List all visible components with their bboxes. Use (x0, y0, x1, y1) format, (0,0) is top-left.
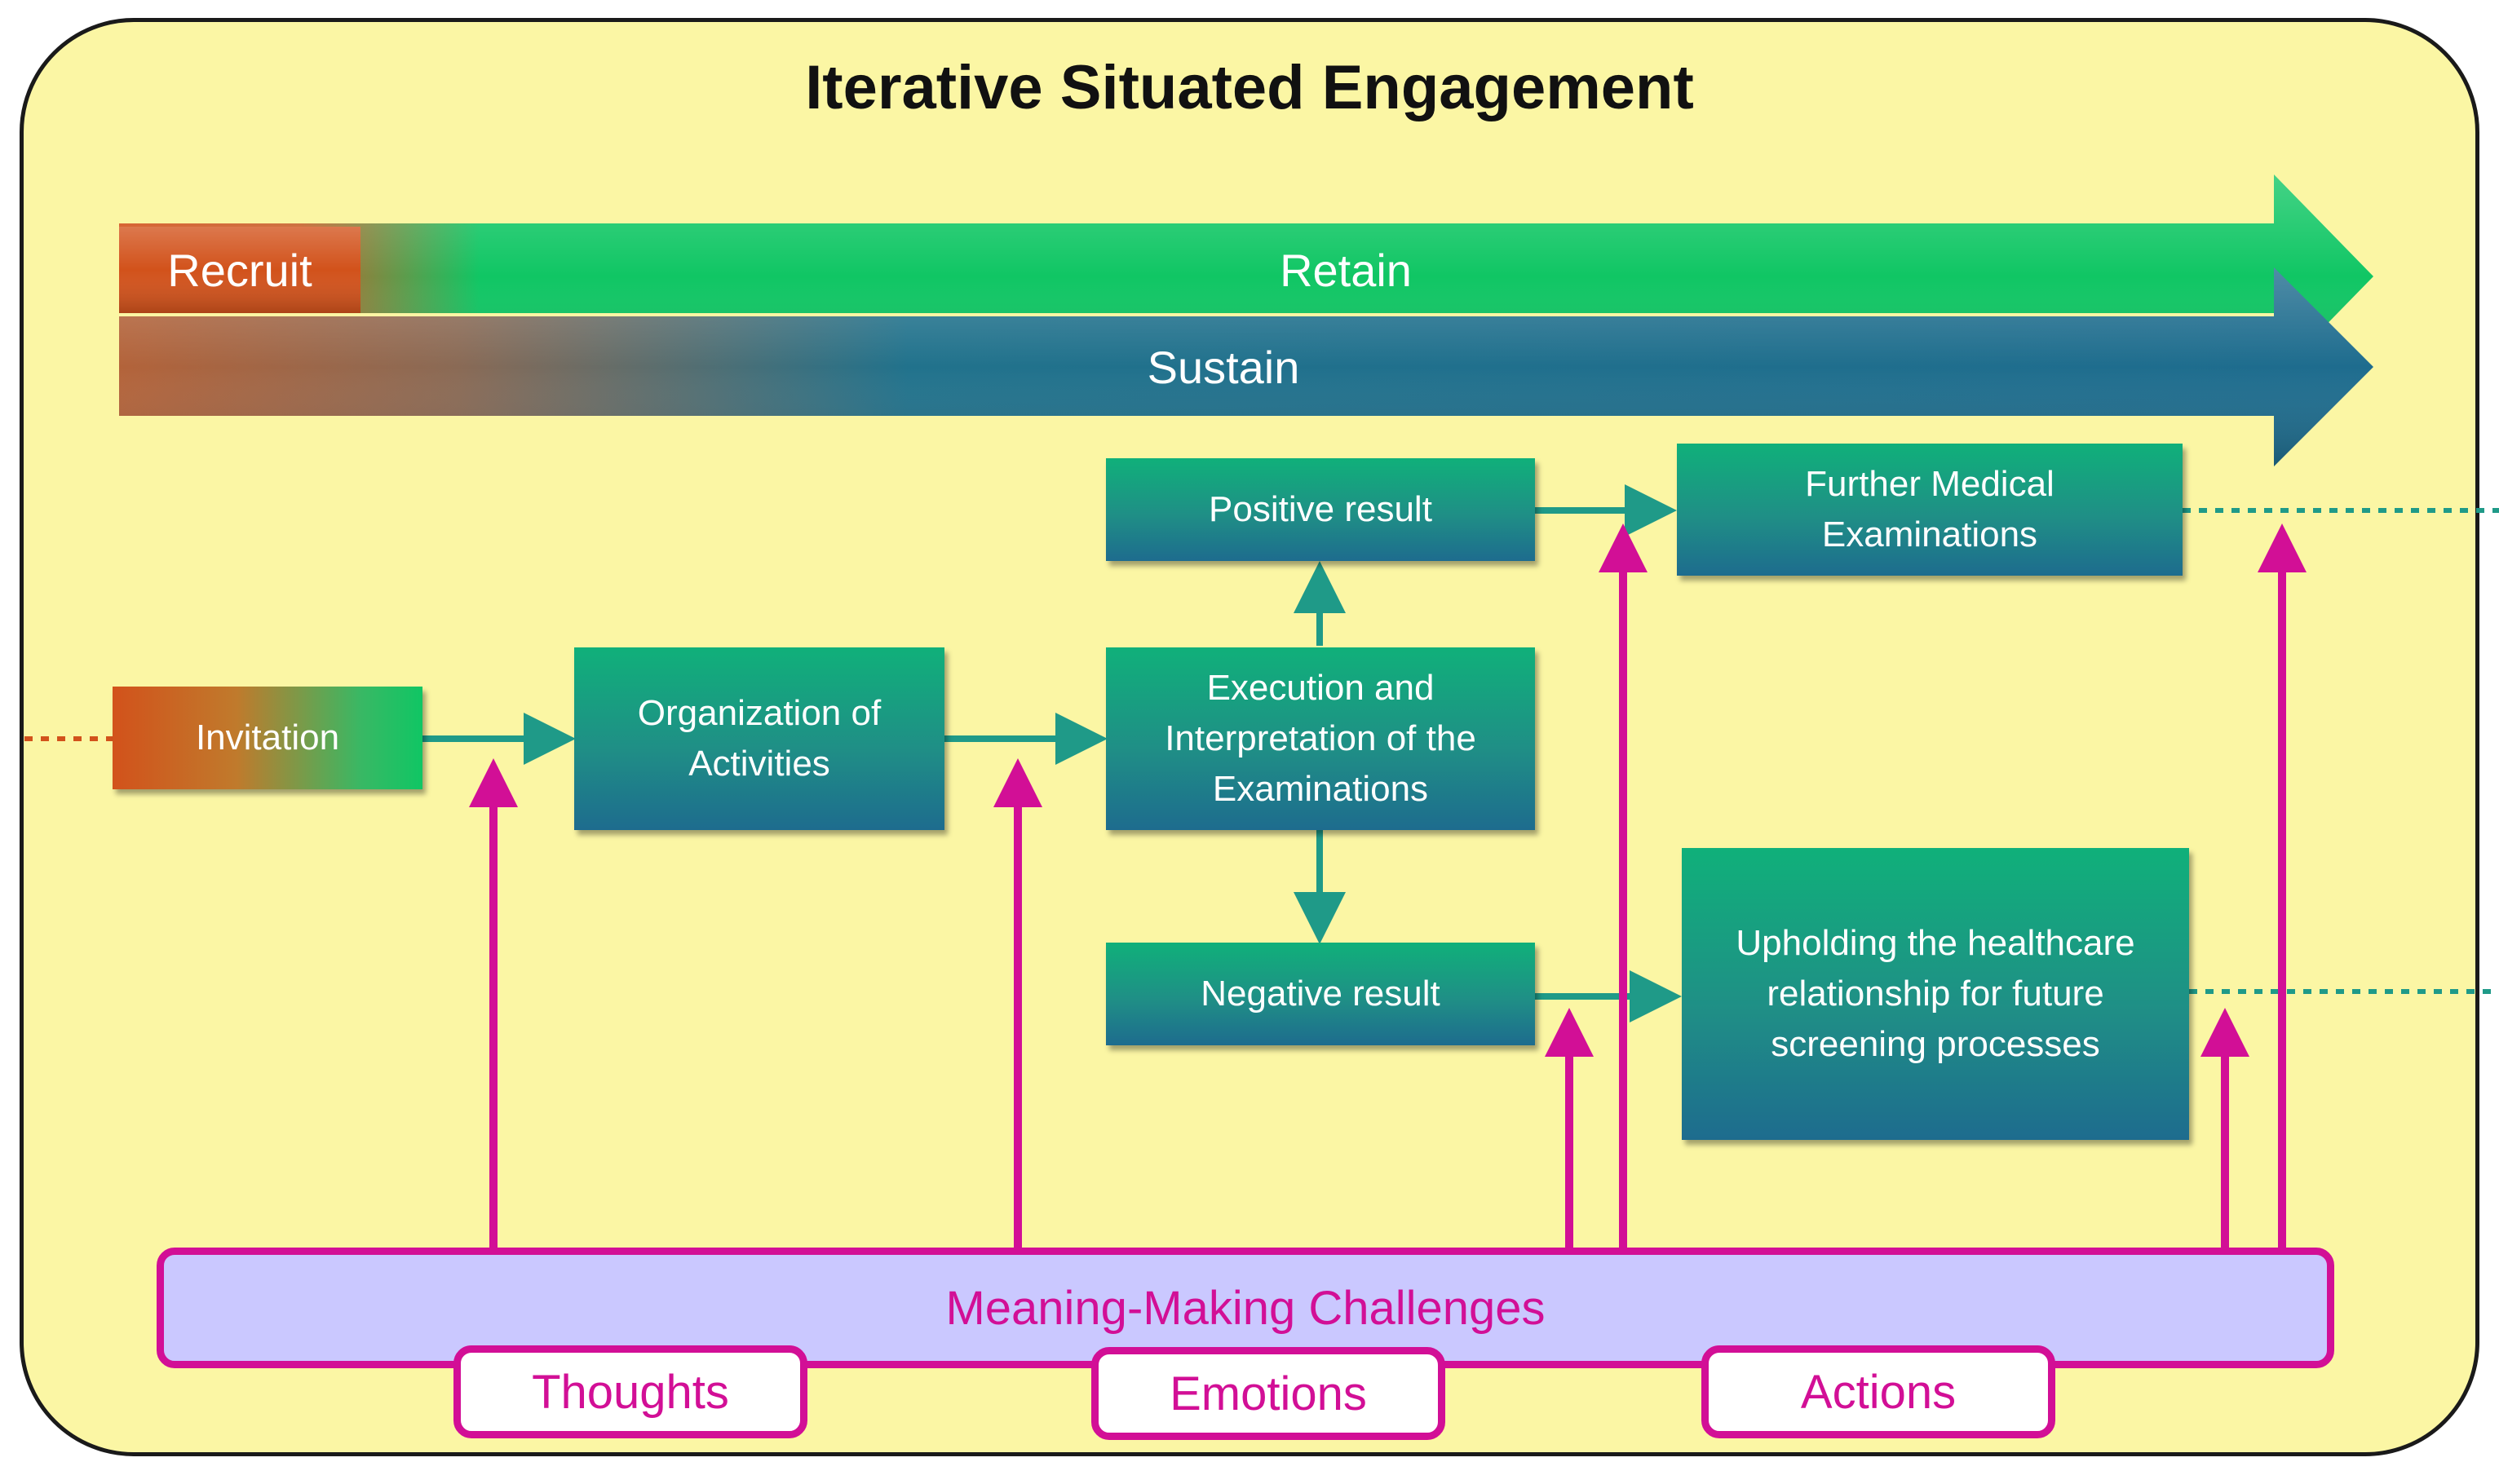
sustain-label: Sustain (1147, 341, 1300, 393)
further-examinations-label: Further Medical Examinations (1805, 464, 2054, 554)
thoughts-box: Thoughts (453, 1345, 807, 1438)
emotions-label: Emotions (1170, 1367, 1367, 1420)
thoughts-label: Thoughts (532, 1365, 729, 1419)
negative-result-box: Negative result (1106, 943, 1535, 1045)
diagram-title: Iterative Situated Engagement (805, 53, 1694, 122)
organization-label: Organization of Activities (637, 693, 882, 784)
negative-result-label: Negative result (1201, 974, 1440, 1014)
invitation-label: Invitation (195, 718, 340, 757)
retain-label: Retain (1280, 244, 1412, 296)
emotions-box: Emotions (1091, 1347, 1445, 1440)
retain-arrow (119, 174, 2373, 378)
sustain-arrow (119, 267, 2373, 466)
meaning-making-challenges-label: Meaning-Making Challenges (945, 1282, 1546, 1335)
execution-label: Execution and Interpretation of the Exam… (1165, 668, 1476, 809)
positive-result-label: Positive result (1209, 489, 1432, 529)
upholding-label: Upholding the healthcare relationship fo… (1736, 923, 2135, 1064)
upholding-box: Upholding the healthcare relationship fo… (1682, 848, 2189, 1140)
further-examinations-box: Further Medical Examinations (1677, 444, 2183, 576)
invitation-box: Invitation (113, 687, 422, 789)
execution-box: Execution and Interpretation of the Exam… (1106, 647, 1535, 830)
actions-label: Actions (1800, 1365, 1957, 1419)
positive-result-box: Positive result (1106, 458, 1535, 561)
organization-box: Organization of Activities (574, 647, 944, 830)
recruit-label: Recruit (167, 244, 312, 296)
actions-box: Actions (1701, 1345, 2055, 1438)
recruit-block (119, 227, 360, 313)
